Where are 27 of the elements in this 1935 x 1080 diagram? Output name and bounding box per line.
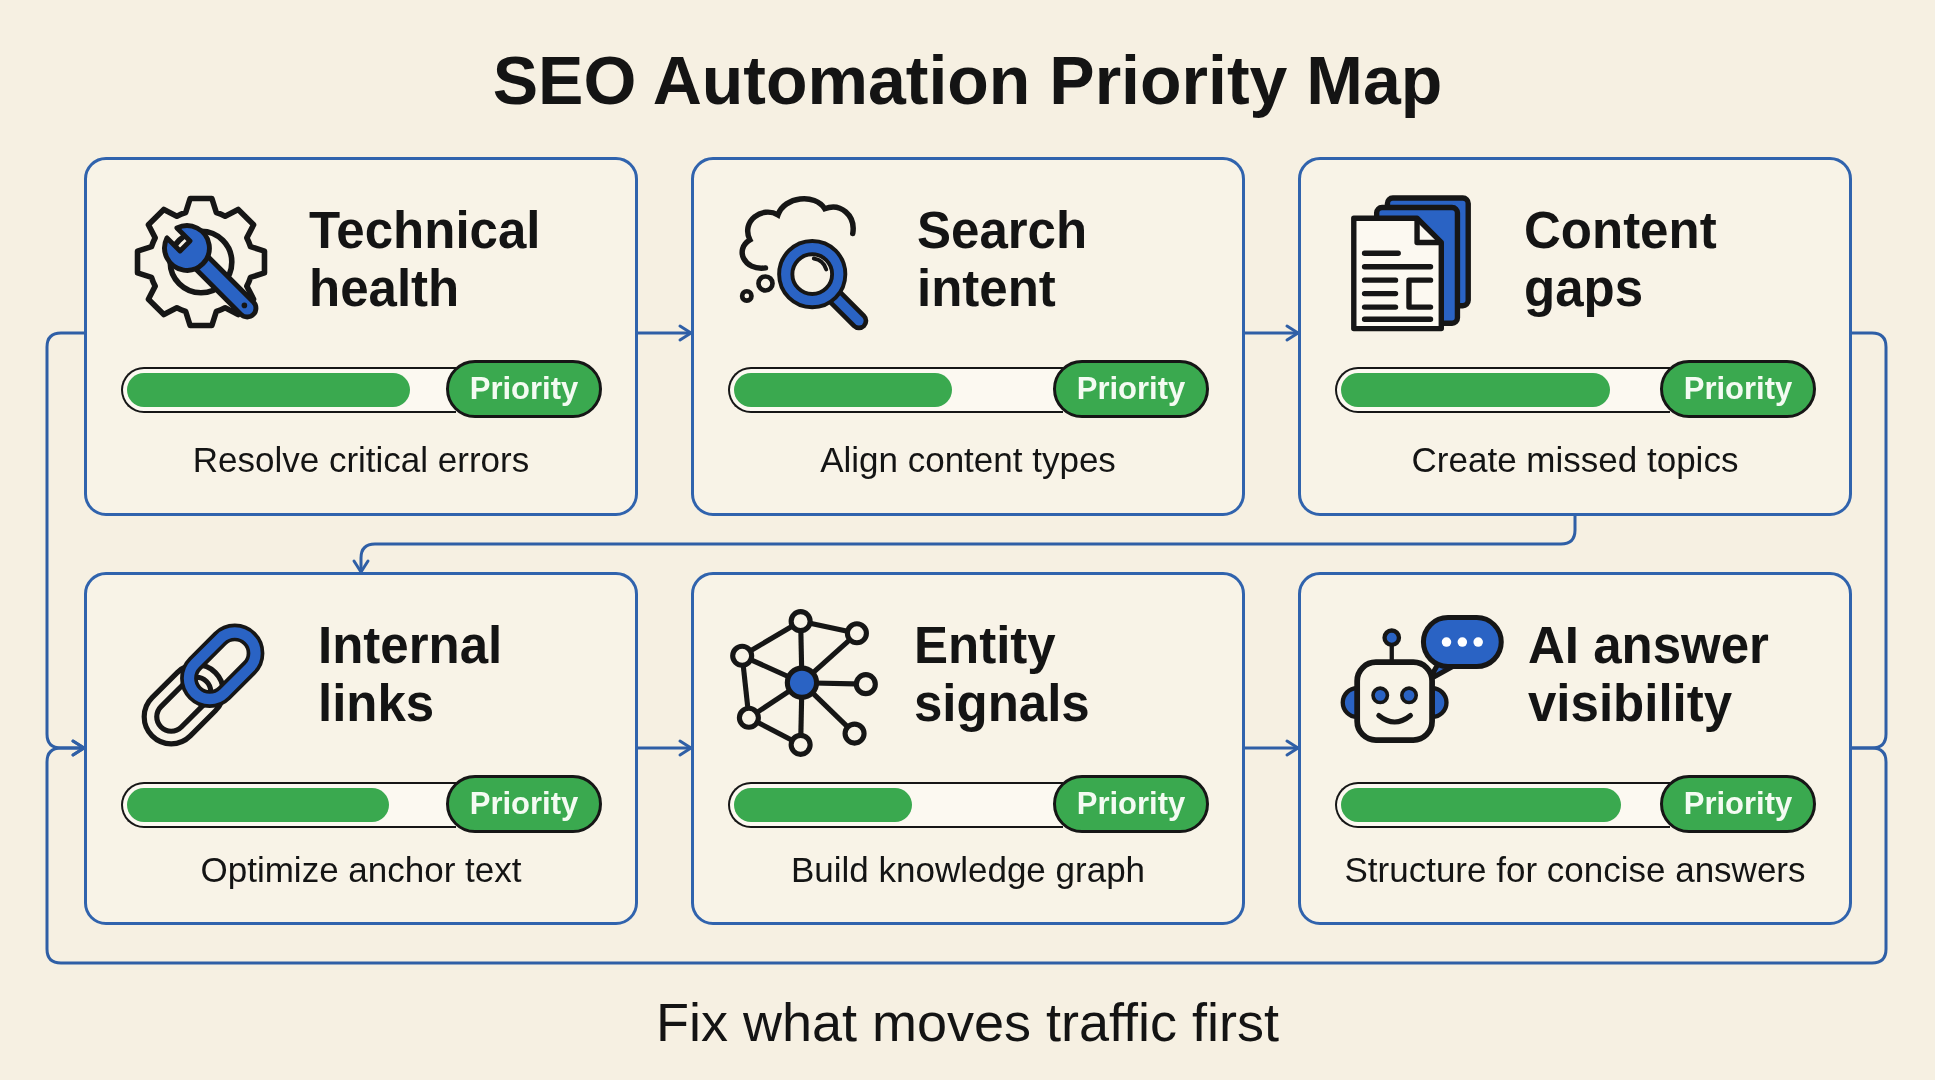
- diagram-caption: Fix what moves traffic first: [655, 991, 1280, 1054]
- arrow: [352, 516, 1577, 574]
- arrow: [638, 324, 693, 342]
- card-title: AI answer visibility: [1528, 617, 1770, 733]
- card-description: Align content types: [820, 440, 1116, 480]
- card-title: Entity signals: [914, 617, 1091, 733]
- priority-pill: Priority: [446, 360, 602, 418]
- diagram-title: SEO Automation Priority Map: [492, 41, 1443, 120]
- card-title: Technical health: [309, 202, 542, 318]
- arrow: [1245, 739, 1300, 757]
- card-description: Resolve critical errors: [192, 440, 530, 480]
- card-title: Search intent: [917, 202, 1089, 318]
- card-description: Create missed topics: [1411, 440, 1739, 480]
- priority-pill: Priority: [446, 775, 602, 833]
- connector-line: [1852, 331, 1888, 750]
- card-title: Internal links: [318, 617, 504, 733]
- priority-pill: Priority: [1053, 775, 1209, 833]
- arrow: [45, 739, 1888, 965]
- card-title: Content gaps: [1524, 202, 1718, 318]
- arrow: [1245, 324, 1300, 342]
- priority-pill: Priority: [1053, 360, 1209, 418]
- card-description: Structure for concise answers: [1344, 850, 1806, 890]
- card-description: Build knowledge graph: [790, 850, 1146, 890]
- arrow: [638, 739, 693, 757]
- priority-pill: Priority: [1660, 775, 1816, 833]
- priority-pill: Priority: [1660, 360, 1816, 418]
- card-description: Optimize anchor text: [200, 850, 522, 890]
